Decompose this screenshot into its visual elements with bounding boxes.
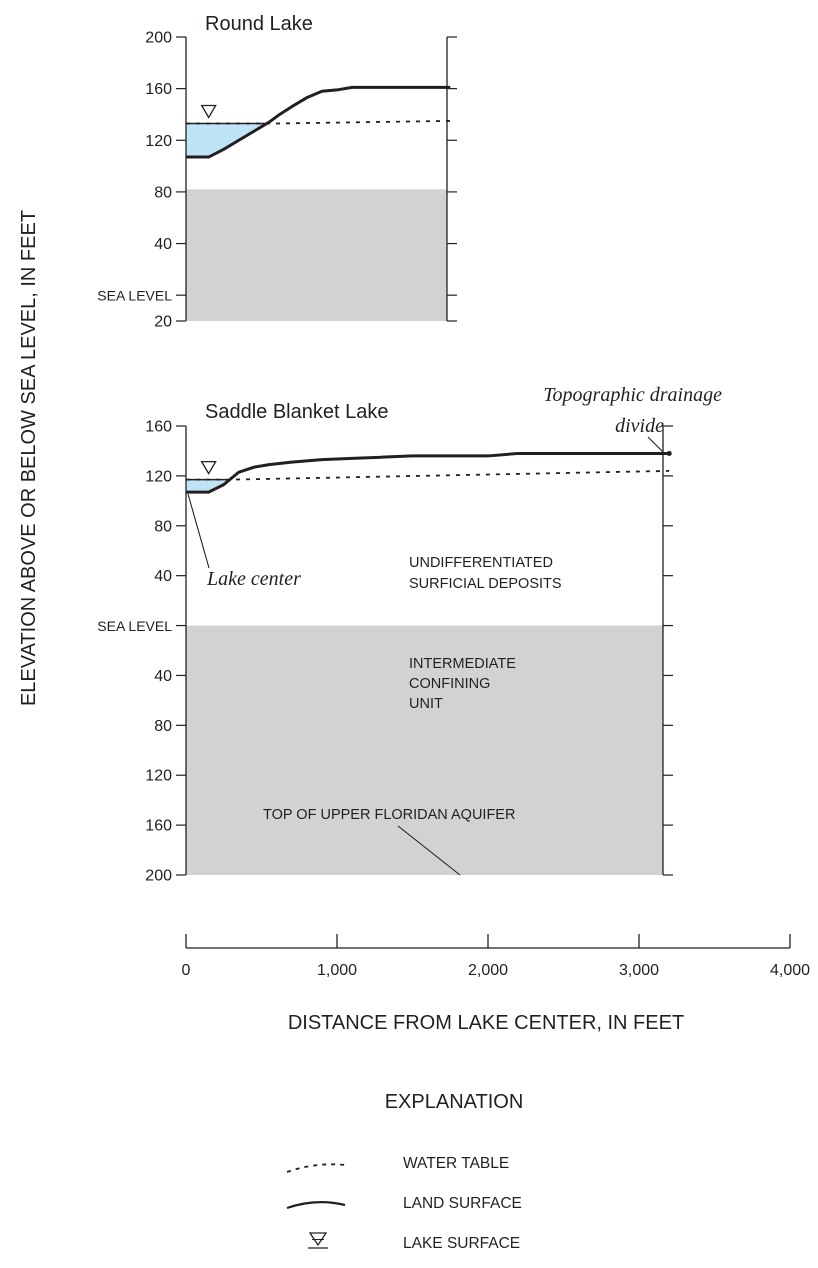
round-lake-title: Round Lake xyxy=(205,13,313,35)
y-tick-label: 80 xyxy=(154,184,172,201)
x-tick-label: 3,000 xyxy=(619,962,659,979)
lake-surface-marker-icon xyxy=(200,104,217,119)
legend-water-table-label: WATER TABLE xyxy=(403,1155,509,1172)
floridan-aquifer-label: TOP OF UPPER FLORIDAN AQUIFER xyxy=(263,807,515,823)
lake-water-fill xyxy=(186,479,230,493)
land-surface-line xyxy=(186,451,670,494)
confining-unit-label: INTERMEDIATE xyxy=(409,656,516,672)
y-tick-label: 40 xyxy=(154,668,172,685)
legend-land-surface-symbol xyxy=(286,1201,346,1210)
x-tick-label: 2,000 xyxy=(468,962,508,979)
x-axis-title: DISTANCE FROM LAKE CENTER, IN FEET xyxy=(288,1012,684,1034)
y-tick-label: 160 xyxy=(145,818,172,835)
water-table-line xyxy=(186,470,670,481)
legend-land-surface-label: LAND SURFACE xyxy=(403,1195,522,1212)
y-tick-label: 120 xyxy=(145,133,172,150)
legend: EXPLANATION WATER TABLE LAND SURFACE LAK… xyxy=(286,1091,524,1252)
y-tick-label: 160 xyxy=(145,419,172,436)
drainage-divide-point xyxy=(666,450,672,456)
confining-unit-fill xyxy=(186,625,663,875)
legend-title: EXPLANATION xyxy=(385,1091,524,1113)
saddle-blanket-lake-lines xyxy=(185,426,672,875)
land-surface-line xyxy=(186,85,451,159)
confining-unit-fill xyxy=(186,189,447,321)
y-tick-label: 40 xyxy=(154,568,172,585)
legend-water-table-symbol xyxy=(286,1163,346,1173)
lake-center-leader xyxy=(187,493,210,569)
round-lake-lines xyxy=(185,37,451,321)
lake-water-fill xyxy=(186,123,267,158)
y-tick-label: 160 xyxy=(145,81,172,98)
x-tick-label: 1,000 xyxy=(317,962,357,979)
confining-unit-label-2: CONFINING xyxy=(409,676,490,692)
y-tick-label: SEA LEVEL xyxy=(97,288,172,304)
y-tick-label: 200 xyxy=(145,868,172,885)
y-tick-label: 40 xyxy=(154,236,172,253)
y-tick-label: SEA LEVEL xyxy=(97,618,172,634)
legend-lake-surface-label: LAKE SURFACE xyxy=(403,1235,520,1252)
y-tick-label: 200 xyxy=(145,30,172,47)
confining-unit-label-3: UNIT xyxy=(409,696,443,712)
lake-surface-marker-icon xyxy=(200,460,217,475)
floridan-aquifer-leader xyxy=(397,825,461,876)
surficial-deposits-label-2: SURFICIAL DEPOSITS xyxy=(409,576,562,592)
y-tick-label: 80 xyxy=(154,518,172,535)
drainage-divide-leader xyxy=(647,436,664,453)
x-tick-label: 4,000 xyxy=(770,962,810,979)
lake-center-label: Lake center xyxy=(206,568,301,590)
drainage-divide-label-2: divide xyxy=(615,415,664,437)
x-axis: 0 1,000 2,000 3,000 4,000 xyxy=(182,934,810,979)
y-tick-label: 80 xyxy=(154,718,172,735)
surficial-deposits-label: UNDIFFERENTIATED xyxy=(409,555,553,571)
y-tick-label: 20 xyxy=(154,314,172,331)
y-tick-label: 120 xyxy=(145,768,172,785)
drainage-divide-label: Topographic drainage xyxy=(543,384,722,406)
y-axis-title: ELEVATION ABOVE OR BELOW SEA LEVEL, IN F… xyxy=(18,210,40,706)
water-table-line xyxy=(186,120,451,125)
saddle-blanket-lake-fills xyxy=(186,479,663,875)
y-tick-label: 120 xyxy=(145,468,172,485)
saddle-blanket-lake-title: Saddle Blanket Lake xyxy=(205,401,388,423)
x-tick-label: 0 xyxy=(182,962,191,979)
round-lake-fills xyxy=(186,123,447,321)
legend-lake-surface-icon xyxy=(308,1232,328,1249)
